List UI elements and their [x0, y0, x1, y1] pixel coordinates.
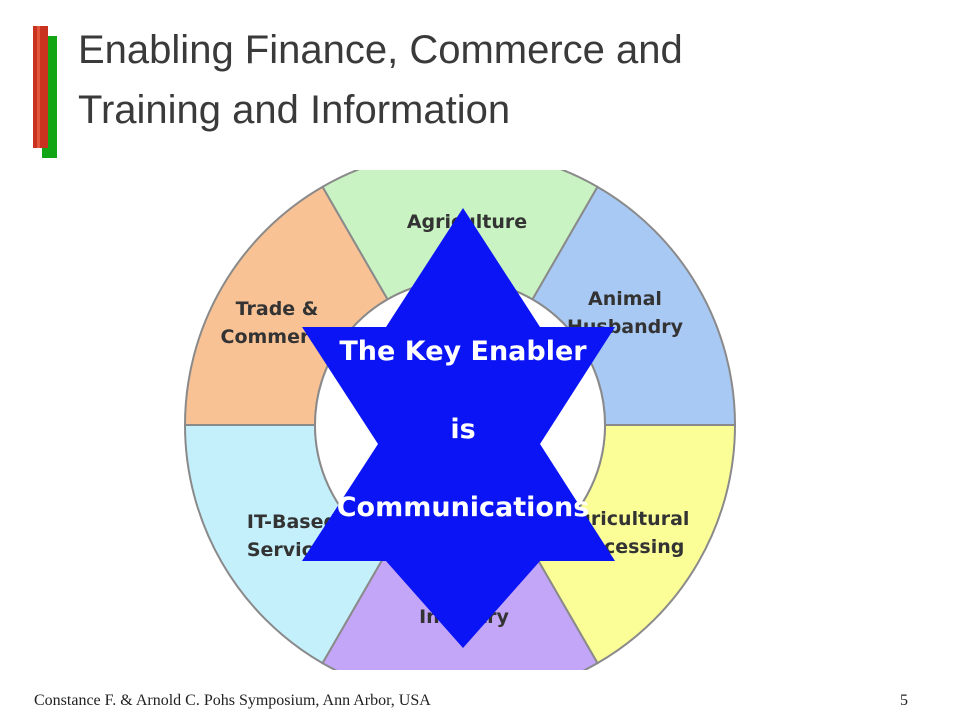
star-text-line-3: Communications [337, 492, 590, 523]
slide-title-line-1: Enabling Finance, Commerce and [78, 28, 683, 72]
star-of-david-shape [302, 208, 615, 648]
star-text-line-1: The Key Enabler [339, 336, 587, 367]
sector-wheel-diagram: AgricultureAnimalHusbandryAgriculturalPr… [183, 170, 737, 670]
page-number: 5 [900, 692, 908, 709]
title-accent-bar-red [33, 26, 48, 148]
footer-credit: Constance F. & Arnold C. Pohs Symposium,… [34, 692, 431, 709]
star-text-line-2: is [450, 414, 475, 445]
slide-title-line-2: Training and Information [78, 88, 511, 132]
